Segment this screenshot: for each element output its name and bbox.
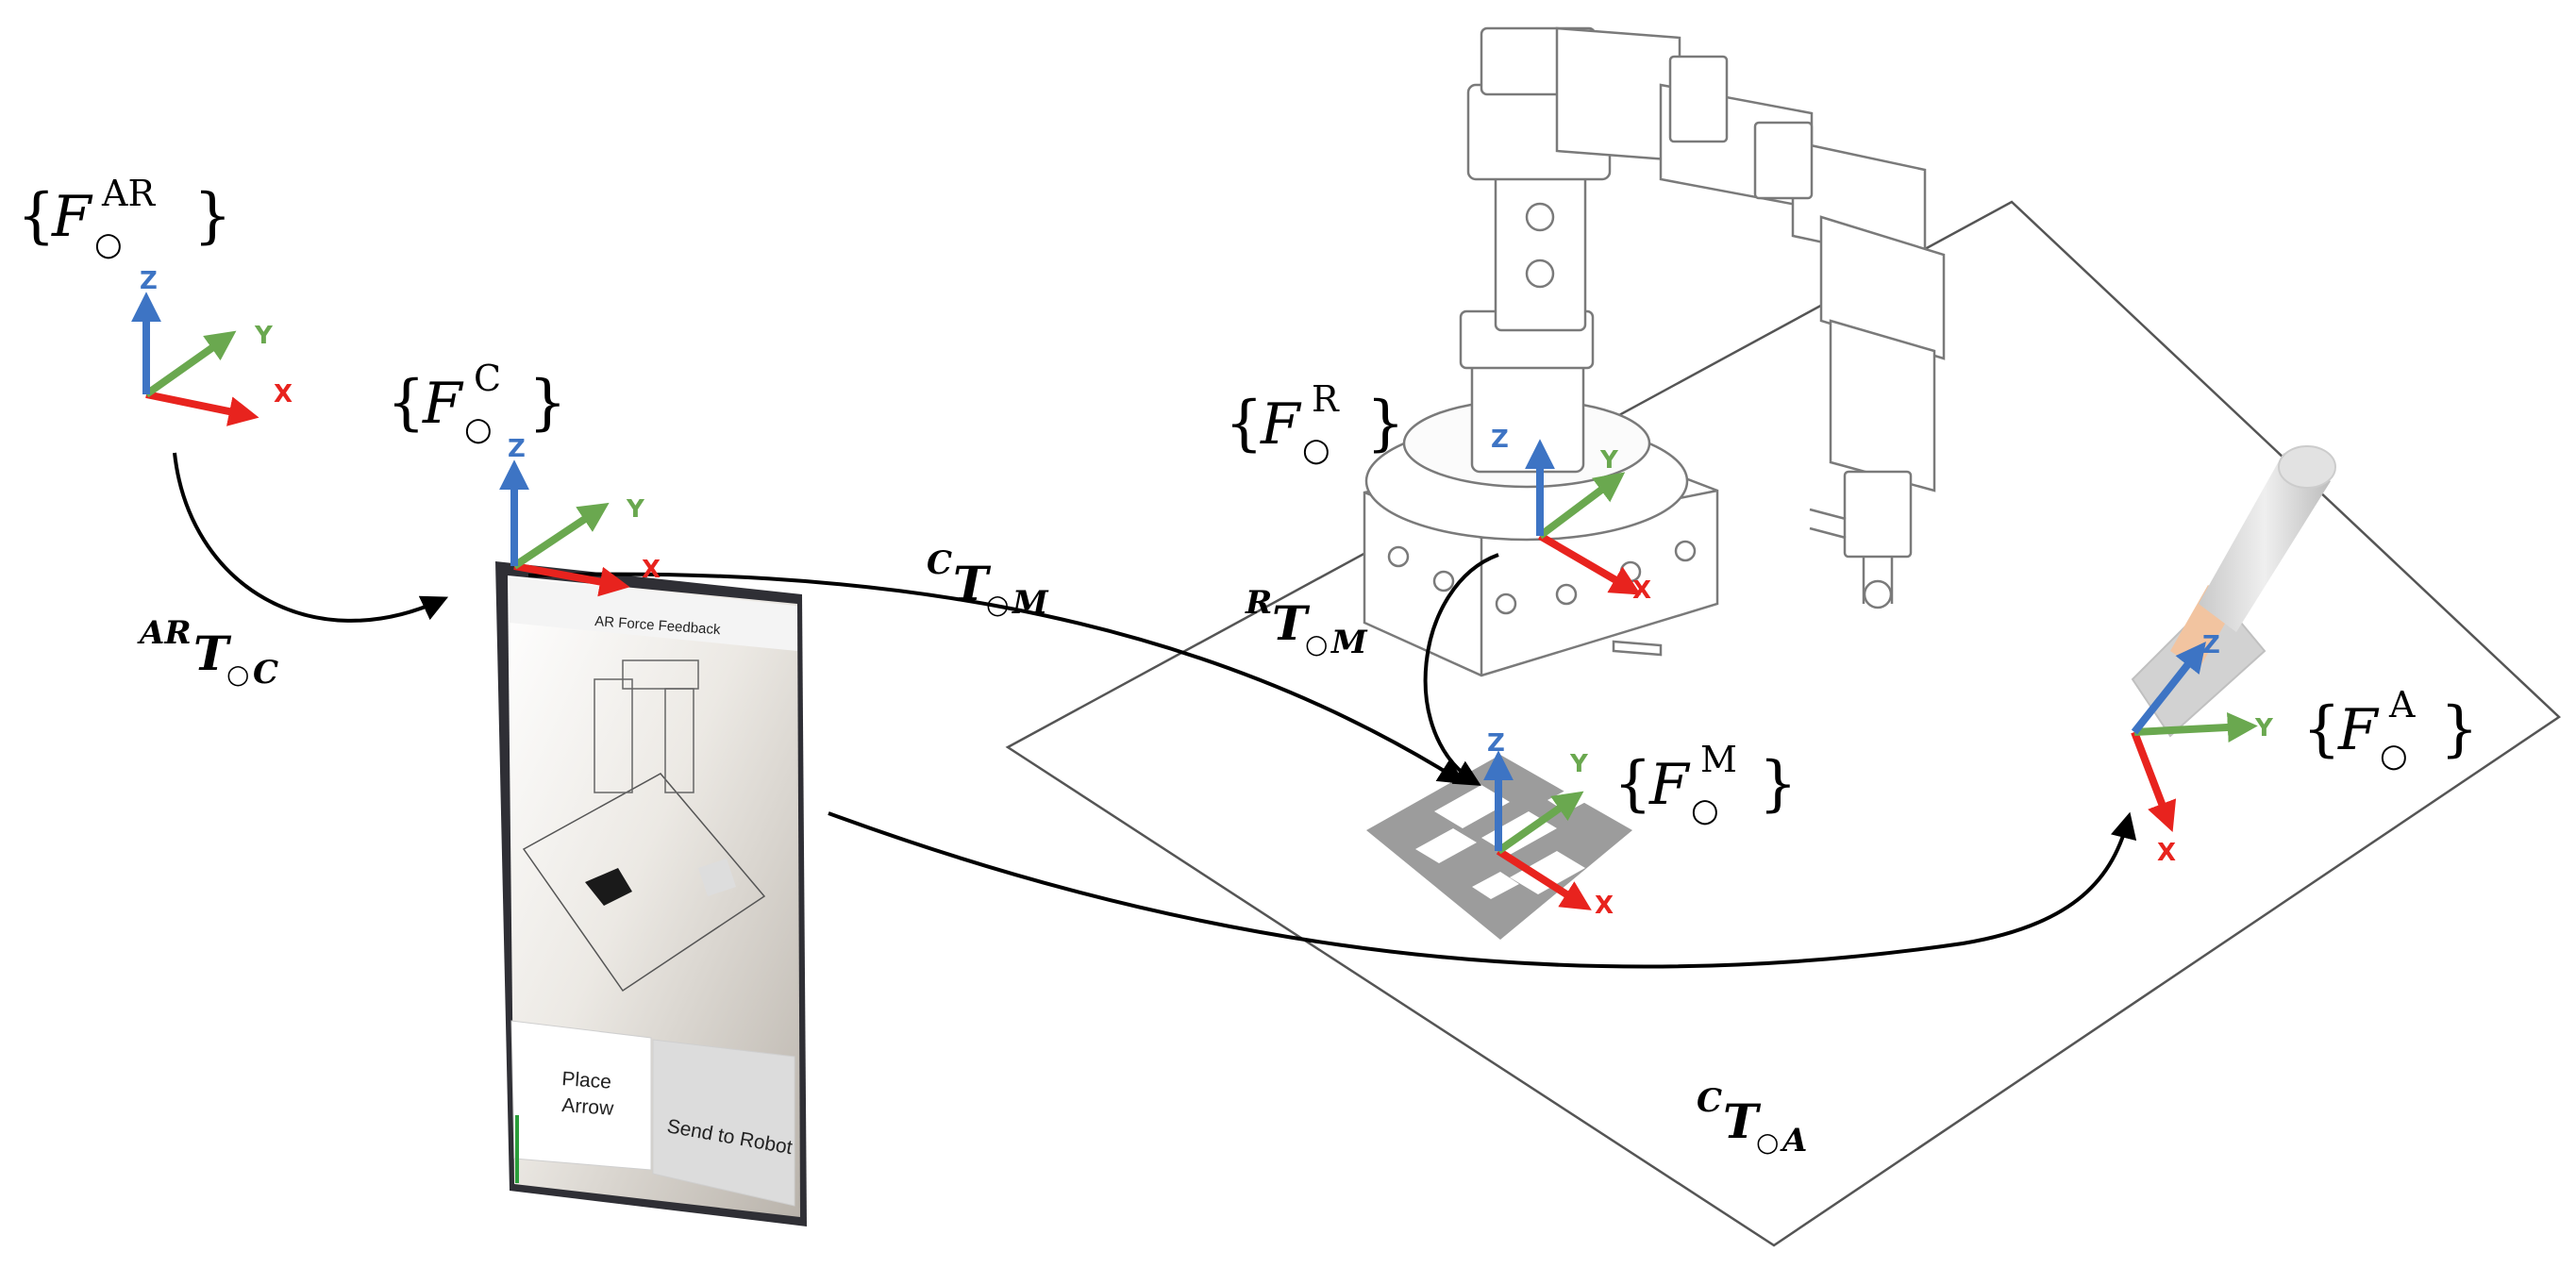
svg-text:C: C — [474, 358, 501, 399]
x-axis-label: X — [1595, 892, 1614, 920]
x-axis-label: X — [2157, 839, 2176, 867]
svg-text:}: } — [1366, 389, 1405, 459]
x-axis-label: X — [274, 380, 293, 409]
svg-text:M: M — [1330, 624, 1368, 661]
svg-text:T: T — [1272, 595, 1311, 651]
axes-triad-marker: X Y Z — [1483, 729, 1614, 920]
svg-text:AR: AR — [137, 614, 192, 652]
svg-text:{: { — [17, 181, 56, 251]
y-axis-arrow — [511, 502, 610, 570]
y-axis-label: Y — [1569, 750, 1589, 778]
svg-text:○: ○ — [94, 225, 123, 263]
svg-text:T: T — [193, 626, 232, 681]
svg-text:M: M — [1700, 739, 1737, 780]
z-axis-label: Z — [1487, 729, 1505, 758]
frame-label-robot: { F R ○ } — [1225, 378, 1405, 469]
svg-text:}: } — [528, 368, 567, 438]
svg-text:○: ○ — [986, 589, 1009, 620]
svg-text:○: ○ — [1305, 628, 1328, 659]
axes-triad-camera: X Y Z — [499, 435, 661, 597]
y-axis-arrow — [1496, 791, 1584, 855]
tablet-device: AR Force Feedback Place Arrow Send to Ro… — [495, 561, 807, 1226]
x-axis-arrow — [1496, 847, 1592, 910]
y-axis-arrow — [2133, 711, 2258, 742]
transform-label-c-a: C T ○ A — [1697, 1082, 1807, 1160]
send-to-robot-button[interactable]: Send to Robot — [652, 1039, 795, 1207]
z-axis-arrow — [2131, 641, 2206, 735]
svg-text:R: R — [1245, 584, 1272, 622]
z-axis-label: Z — [508, 435, 526, 463]
svg-text:○: ○ — [464, 410, 493, 448]
transform-curves — [173, 452, 2137, 969]
svg-text:}: } — [193, 181, 232, 251]
svg-text:}: } — [1759, 749, 1798, 819]
svg-text:}: } — [2440, 694, 2479, 764]
y-axis-label: Y — [626, 495, 645, 524]
svg-text:C: C — [927, 544, 952, 582]
svg-text:○: ○ — [2380, 737, 2408, 775]
transform-label-c-m: C T ○ M — [927, 544, 1049, 622]
y-axis-label: Y — [254, 322, 274, 350]
y-axis-label: Y — [1599, 446, 1619, 475]
y-axis-arrow — [1537, 472, 1626, 540]
z-axis-label: Z — [2202, 631, 2220, 659]
svg-text:T: T — [1723, 1093, 1762, 1149]
x-axis-arrow — [2131, 730, 2177, 832]
camera-to-marker-curve — [527, 572, 1465, 784]
axes-triad-ar: X Y Z — [131, 267, 293, 426]
svg-text:○: ○ — [1691, 792, 1719, 829]
svg-text:R: R — [1312, 378, 1340, 420]
svg-text:{: { — [1225, 389, 1263, 459]
y-axis-arrow — [143, 330, 237, 398]
frame-label-ar: { F AR ○ } — [17, 173, 232, 263]
robot-to-marker-curve — [1423, 553, 1499, 786]
axes-triad-arrow: X Y Z — [2131, 631, 2274, 867]
svg-text:AR: AR — [101, 173, 156, 214]
x-axis-arrow — [513, 562, 630, 597]
svg-text:A: A — [1780, 1122, 1807, 1160]
axes-layer: X Y Z X Y Z X Y Z X Y Z X Y Z — [131, 267, 2274, 920]
svg-text:Place: Place — [561, 1068, 612, 1093]
svg-text:{: { — [1614, 749, 1652, 819]
z-axis-label: Z — [1491, 425, 1509, 454]
svg-text:F: F — [1260, 392, 1302, 458]
y-axis-label: Y — [2254, 714, 2274, 742]
svg-text:F: F — [422, 371, 464, 437]
x-axis-arrow — [145, 391, 259, 426]
z-axis-label: Z — [140, 267, 158, 295]
svg-text:F: F — [2337, 697, 2380, 763]
svg-text:○: ○ — [226, 659, 249, 690]
svg-text:T: T — [953, 556, 992, 611]
svg-text:{: { — [2302, 694, 2341, 764]
ground-plane — [1005, 200, 2561, 1247]
svg-text:{: { — [387, 368, 426, 438]
svg-text:○: ○ — [1756, 1126, 1779, 1158]
svg-text:Arrow: Arrow — [561, 1094, 615, 1120]
ar-to-camera-curve — [173, 452, 449, 623]
svg-text:C: C — [1697, 1082, 1722, 1120]
robot-arm-drawing — [1363, 26, 1946, 677]
frame-label-arrow: { F A ○ } — [2302, 684, 2479, 775]
place-arrow-button[interactable]: Place Arrow — [510, 1020, 652, 1171]
frame-label-camera: { F C ○ } — [387, 358, 567, 448]
frame-label-marker: { F M ○ } — [1614, 739, 1798, 829]
svg-text:M: M — [1012, 584, 1049, 622]
transform-label-ar-c: AR T ○ C — [137, 614, 278, 692]
svg-text:A: A — [2388, 684, 2416, 726]
svg-text:F: F — [51, 184, 93, 250]
camera-to-arrow-curve — [828, 811, 2137, 969]
x-axis-label: X — [642, 556, 661, 584]
svg-text:F: F — [1648, 752, 1691, 818]
transform-label-r-m: R T ○ M — [1245, 584, 1368, 661]
svg-text:○: ○ — [1302, 431, 1330, 469]
x-axis-label: X — [1632, 576, 1651, 605]
axes-triad-robot: X Y Z — [1491, 425, 1651, 605]
x-axis-arrow — [1537, 532, 1642, 595]
svg-text:C: C — [253, 654, 278, 692]
